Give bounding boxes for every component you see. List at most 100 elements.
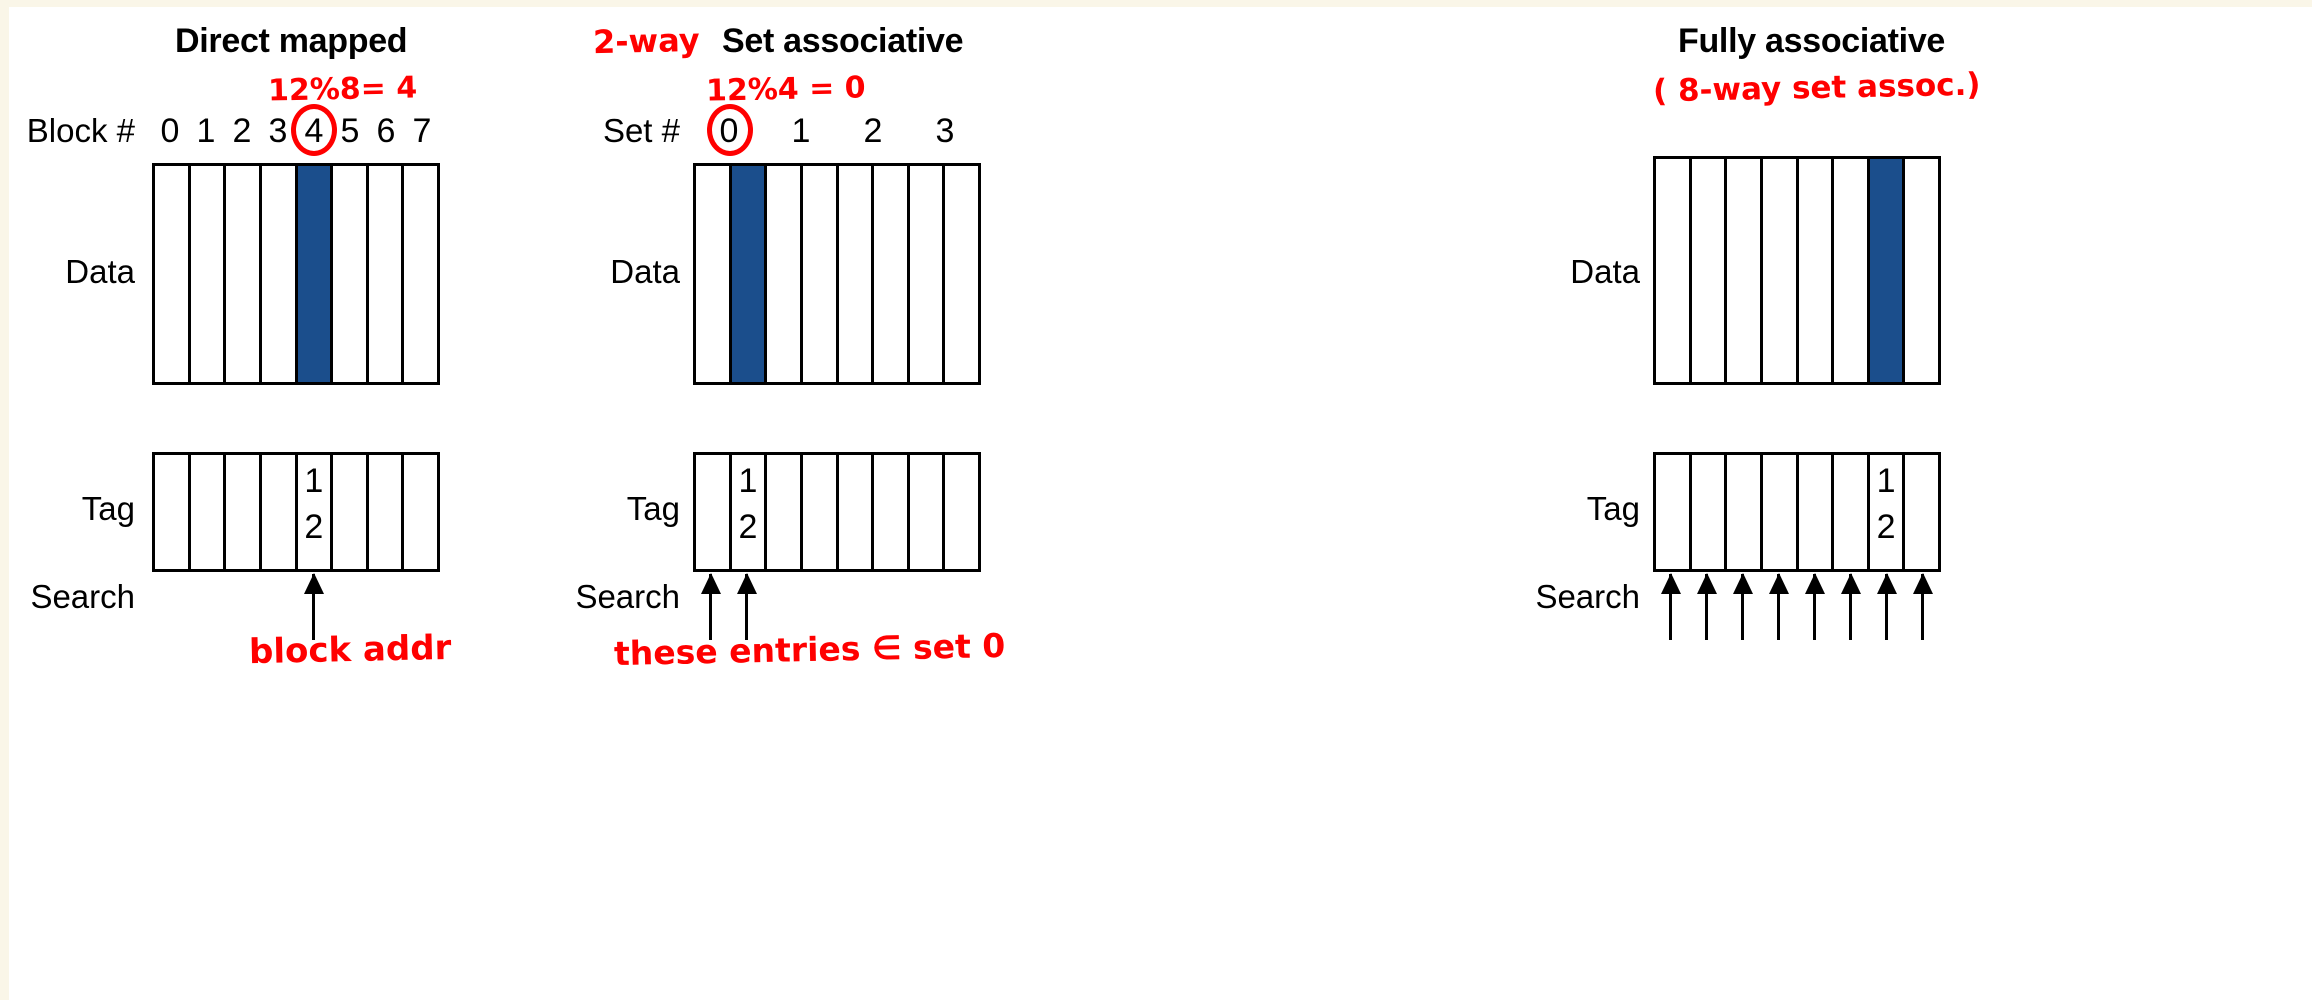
data-cell (767, 166, 803, 382)
data-cell (155, 166, 191, 382)
search-arrow (1777, 574, 1780, 640)
column-numbers-direct: 0 1 2 3 4 5 6 7 (152, 112, 440, 152)
data-cell (1691, 159, 1728, 382)
row-label-data-setassoc: Data (610, 253, 680, 290)
row-label-search-setassoc: Search (575, 578, 680, 615)
tag-cell (838, 455, 875, 569)
tag-cell (696, 455, 732, 569)
column-number: 0 (160, 112, 180, 150)
tag-cell-occupied: 1 2 (297, 455, 334, 569)
panel-direct-mapped: Direct mapped 12%8= 4 Block # 0 1 2 3 4 … (0, 0, 560, 1000)
tag-cell (874, 455, 910, 569)
tag-grid-direct: 1 2 (152, 452, 440, 572)
circled-index-marker-setassoc (707, 104, 753, 156)
annotation-subtitle-fully: ( 8-way set assoc.) (1652, 66, 1981, 110)
tag-value-bottom: 2 (738, 508, 758, 546)
tag-grid-setassoc: 1 2 (693, 452, 981, 572)
tag-cell (767, 455, 803, 569)
data-cell (696, 166, 732, 382)
tag-cell (1762, 455, 1799, 569)
data-cell (1656, 159, 1692, 382)
row-label-tag-fully: Tag (1586, 490, 1640, 527)
data-cell (226, 166, 262, 382)
panel-title-fully-associative: Fully associative (1678, 22, 1946, 60)
row-label-search-direct: Search (30, 578, 135, 615)
tag-cell (909, 455, 946, 569)
annotation-ways-prefix: 2-way (592, 20, 700, 62)
panel-fully-associative: Fully associative ( 8-way set assoc.) Da… (1280, 0, 2312, 1000)
panel-set-associative: 2-way Set associative 12%4 = 0 Set # 0 1… (560, 0, 1280, 1000)
search-arrow (1669, 574, 1672, 640)
data-cell (802, 166, 839, 382)
data-cell-highlighted (297, 166, 334, 382)
data-cell (261, 166, 298, 382)
search-arrow (1885, 574, 1888, 640)
tag-grid-fully: 1 2 (1653, 452, 1941, 572)
tag-cell-occupied: 1 2 (731, 455, 768, 569)
data-grid-fully (1653, 156, 1941, 385)
search-arrows-fully (1653, 574, 1941, 640)
search-arrows-setassoc (693, 574, 981, 640)
tag-cell (1834, 455, 1870, 569)
data-grid-direct (152, 163, 440, 385)
data-cell (1834, 159, 1870, 382)
tag-cell (190, 455, 227, 569)
column-number: 7 (412, 112, 432, 150)
data-cell (1727, 159, 1763, 382)
index-label-set-number: Set # (602, 112, 680, 149)
data-cell (404, 166, 437, 382)
page-edge-left (0, 0, 9, 1000)
column-number: 2 (232, 112, 252, 150)
tag-cell (802, 455, 839, 569)
circled-index-marker-direct (291, 104, 337, 156)
column-number: 5 (340, 112, 360, 150)
index-label-block-number: Block # (26, 112, 135, 149)
data-cell (945, 166, 978, 382)
data-cell (1798, 159, 1835, 382)
data-cell (190, 166, 227, 382)
search-arrow (745, 574, 748, 640)
tag-value-bottom: 2 (304, 508, 324, 546)
tag-cell (261, 455, 298, 569)
tag-cell (1905, 455, 1938, 569)
tag-cell-occupied: 1 2 (1869, 455, 1906, 569)
tag-value-top: 1 (1876, 462, 1896, 500)
tag-cell (1691, 455, 1728, 569)
set-number: 3 (935, 112, 955, 150)
set-number: 2 (863, 112, 883, 150)
row-label-data-fully: Data (1570, 253, 1640, 290)
annotation-modulo-direct: 12%8= 4 (267, 70, 418, 109)
search-arrow (1741, 574, 1744, 640)
tag-value-top: 1 (304, 462, 324, 500)
data-cell (909, 166, 946, 382)
column-number: 3 (268, 112, 288, 150)
column-number: 1 (196, 112, 216, 150)
row-label-data-direct: Data (65, 253, 135, 290)
data-cell (1762, 159, 1799, 382)
search-arrow (1849, 574, 1852, 640)
data-cell (333, 166, 369, 382)
row-label-search-fully: Search (1535, 578, 1640, 615)
tag-value-bottom: 2 (1876, 508, 1896, 546)
panel-title-set-associative: Set associative (722, 22, 964, 60)
tag-cell (1727, 455, 1763, 569)
data-cell (838, 166, 875, 382)
tag-cell (1798, 455, 1835, 569)
annotation-modulo-setassoc: 12%4 = 0 (705, 70, 866, 109)
tag-cell (155, 455, 191, 569)
annotation-caption-setassoc: these entries ∈ set 0 (613, 625, 1006, 674)
tag-cell (1656, 455, 1692, 569)
column-number: 6 (376, 112, 396, 150)
search-arrows-direct (152, 574, 440, 640)
search-arrow (312, 574, 315, 640)
data-cell (874, 166, 910, 382)
page-edge-top (0, 0, 2312, 7)
data-grid-setassoc (693, 163, 981, 385)
data-cell-highlighted (731, 166, 768, 382)
search-arrow (1813, 574, 1816, 640)
tag-cell (945, 455, 978, 569)
tag-cell (368, 455, 405, 569)
set-number: 1 (791, 112, 811, 150)
search-arrow (709, 574, 712, 640)
data-cell-highlighted (1869, 159, 1906, 382)
